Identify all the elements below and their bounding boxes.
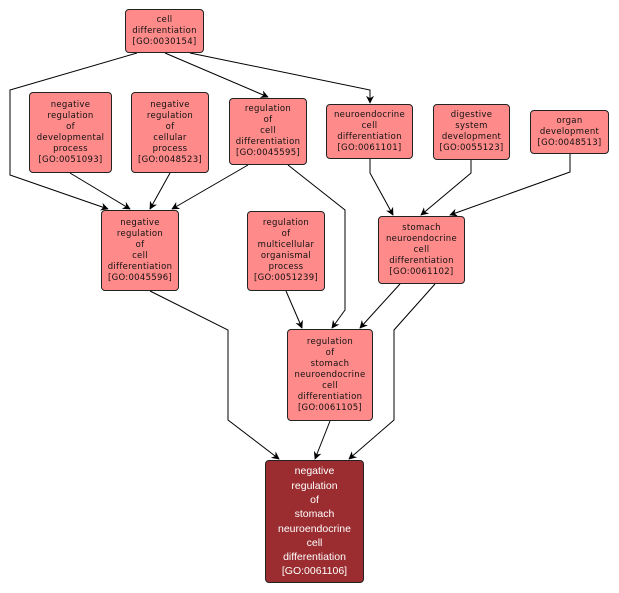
node-stomach-neuroendocrine-cell-differentiation[interactable]: stomach neuroendocrine cell differentiat… (378, 216, 465, 284)
edge-GO0061102-to-GO0061105 (359, 283, 401, 329)
edge-GO0048523-to-GO0045596 (149, 172, 171, 210)
node-negative-regulation-of-cellular-process[interactable]: negative regulation of cellular process … (131, 92, 209, 173)
node-digestive-system-development[interactable]: digestive system development [GO:0055123… (433, 104, 510, 160)
edge-GO0061102-to-GO0061106 (348, 283, 436, 460)
node-label: negative regulation of cellular process … (137, 99, 203, 165)
node-label: regulation of stomach neuroendocrine cel… (294, 336, 366, 413)
edge-GO0048513-to-GO0061102 (449, 154, 571, 217)
node-regulation-of-stomach-neuroendocrine-cell-differentiation[interactable]: regulation of stomach neuroendocrine cel… (287, 329, 373, 421)
node-organ-development[interactable]: organ development [GO:0048513] (530, 110, 609, 154)
node-label: neuroendocrine cell differentiation [GO:… (333, 109, 406, 153)
edge-GO0045595-to-GO0045596 (171, 164, 249, 210)
node-label: negative regulation of stomach neuroendo… (278, 465, 351, 578)
edge-GO0061101-to-GO0061102 (369, 159, 394, 216)
edge-GO0030154-to-GO0045595 (164, 52, 269, 98)
node-negative-regulation-of-cell-differentiation[interactable]: negative regulation of cell differentiat… (101, 210, 179, 291)
node-regulation-of-cell-differentiation[interactable]: regulation of cell differentiation [GO:0… (229, 98, 307, 165)
node-neuroendocrine-cell-differentiation[interactable]: neuroendocrine cell differentiation [GO:… (326, 104, 413, 159)
edge-GO0051093-to-GO0045596 (69, 172, 131, 210)
node-label: stomach neuroendocrine cell differentiat… (385, 222, 458, 277)
node-negative-regulation-of-developmental-process[interactable]: negative regulation of developmental pro… (29, 92, 112, 173)
node-label: negative regulation of developmental pro… (36, 99, 105, 165)
node-cell-differentiation[interactable]: cell differentiation [GO:0030154] (125, 9, 204, 53)
node-label: digestive system development [GO:0055123… (439, 110, 504, 153)
node-regulation-of-multicellular-organismal-process[interactable]: regulation of multicellular organismal p… (247, 211, 325, 291)
edge-GO0051239-to-GO0061105 (285, 290, 303, 329)
node-label: organ development [GO:0048513] (537, 115, 602, 148)
edge-GO0045595-to-GO0061105 (287, 164, 346, 329)
edge-GO0030154-to-GO0061101 (189, 52, 374, 104)
node-label: cell differentiation [GO:0030154] (132, 14, 197, 47)
node-label: negative regulation of cell differentiat… (107, 217, 173, 283)
node-negative-regulation-of-stomach-neuroendocrine-cell-differentiation[interactable]: negative regulation of stomach neuroendo… (265, 460, 364, 583)
edge-GO0061105-to-GO0061106 (313, 420, 331, 460)
node-label: regulation of cell differentiation [GO:0… (235, 104, 301, 158)
edge-GO0055123-to-GO0061102 (420, 160, 472, 216)
node-label: regulation of multicellular organismal p… (253, 218, 319, 283)
edge-GO0030154-to-GO0045596 (9, 52, 138, 211)
edge-GO0045596-to-GO0061106 (149, 290, 280, 460)
